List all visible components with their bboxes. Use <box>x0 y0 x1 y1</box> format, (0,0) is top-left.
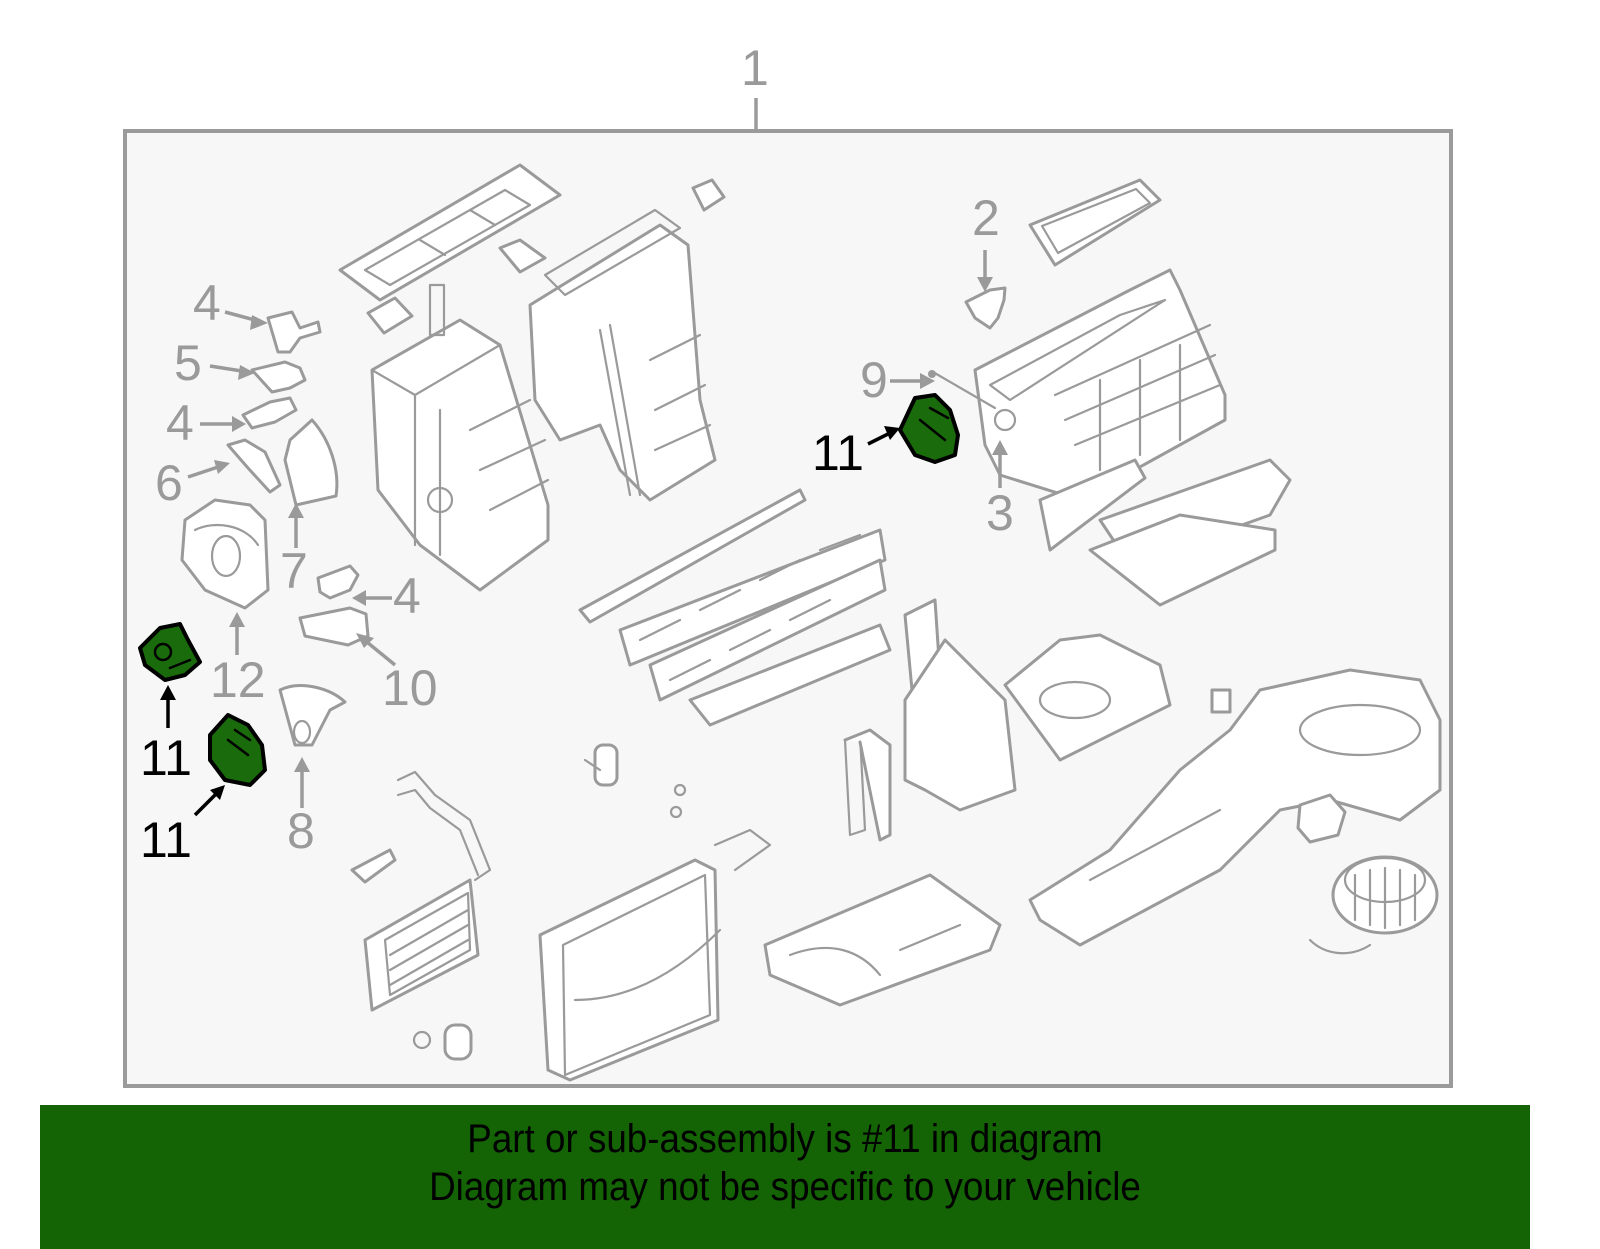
actuator-11-left-lower <box>208 713 267 787</box>
parts-diagram: 1 4 <box>123 40 1453 1088</box>
callout-4c: 4 <box>393 568 421 624</box>
tab-clip <box>691 178 726 212</box>
part-4a <box>266 310 322 354</box>
evaporator-core <box>538 743 772 1082</box>
callout-10: 10 <box>382 660 438 716</box>
part-12 <box>180 498 270 610</box>
callout-6: 6 <box>155 455 183 511</box>
info-banner: Part or sub-assembly is #11 in diagram D… <box>40 1105 1530 1249</box>
actuator-11-left-upper <box>138 622 202 682</box>
bracket-clip <box>498 238 547 274</box>
callout-11-right: 11 <box>812 425 864 481</box>
heater-case-left <box>370 283 550 592</box>
banner-line-part-number: Part or sub-assembly is #11 in diagram <box>467 1117 1103 1161</box>
center-louvers <box>578 488 892 727</box>
small-grommets <box>412 1023 473 1061</box>
callout-5: 5 <box>174 335 202 391</box>
part-4b <box>241 396 298 430</box>
callout-12: 12 <box>210 652 266 708</box>
callout-9: 9 <box>860 352 888 408</box>
part-2 <box>964 286 1007 330</box>
small-clip <box>366 296 414 335</box>
callout-8: 8 <box>287 803 315 859</box>
blower-housing <box>1028 668 1442 947</box>
blower-resistor <box>1296 793 1347 844</box>
part-10 <box>298 606 370 647</box>
blower-motor <box>1308 855 1439 955</box>
callout-2: 2 <box>972 190 1000 246</box>
part-6 <box>226 438 282 494</box>
callout-11-left-upper: 11 <box>140 730 192 786</box>
callout-3: 3 <box>986 485 1014 541</box>
hvac-upper-case <box>973 268 1227 502</box>
banner-line-disclaimer: Diagram may not be specific to your vehi… <box>429 1165 1141 1209</box>
cabin-filter-cover <box>1028 178 1162 267</box>
clamp-bracket <box>350 848 397 884</box>
callout-4b: 4 <box>166 395 194 451</box>
vent-louver-lower <box>1038 458 1292 607</box>
part-8 <box>278 684 347 747</box>
callout-7: 7 <box>280 543 308 599</box>
center-duct <box>843 598 1172 842</box>
heater-case-right <box>528 208 717 502</box>
part-9-rod <box>928 370 997 410</box>
lower-duct-tray <box>763 873 1002 1007</box>
callout-4a: 4 <box>193 275 221 331</box>
part-5 <box>250 360 307 394</box>
callout-11-left-lower: 11 <box>140 812 192 868</box>
part-4c <box>316 564 360 600</box>
part-7 <box>283 418 339 507</box>
heater-core <box>363 770 492 1012</box>
callout-1: 1 <box>741 40 769 96</box>
actuator-11-right <box>898 393 960 464</box>
upper-duct-cover <box>338 163 562 302</box>
